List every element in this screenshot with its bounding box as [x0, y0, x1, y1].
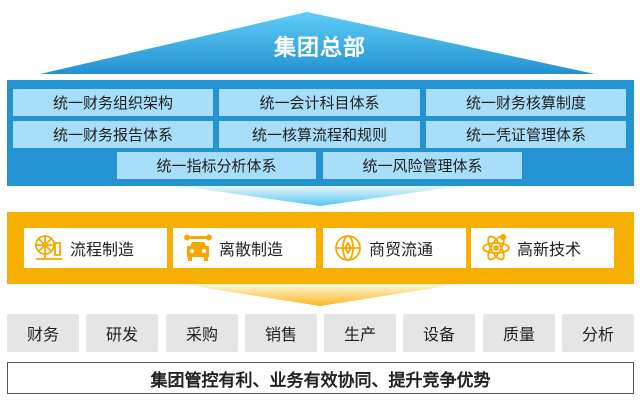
industry-process-manufacturing: 流程制造: [24, 228, 167, 268]
function-box: 生产: [324, 314, 396, 352]
system-box: 统一指标分析体系: [117, 152, 316, 179]
headquarters-title: 集团总部: [273, 36, 366, 61]
function-box: 分析: [562, 314, 634, 352]
system-box: 统一凭证管理体系: [426, 121, 626, 148]
industry-label: 高新技术: [517, 240, 582, 259]
system-box: 统一财务组织架构: [13, 89, 213, 116]
function-box: 质量: [483, 314, 555, 352]
down-arrow-orange: [180, 284, 460, 306]
system-box: 统一财务报告体系: [13, 121, 213, 148]
system-box: 统一财务核算制度: [426, 89, 626, 116]
function-box: 研发: [86, 314, 158, 352]
system-box: 统一会计科目体系: [219, 89, 420, 116]
headquarters-roof: [40, 12, 595, 74]
down-arrow-blue: [180, 186, 460, 206]
atom-icon: [482, 233, 510, 261]
function-box: 销售: [245, 314, 317, 352]
industry-trade-distribution: 商贸流通: [323, 228, 466, 268]
function-box: 设备: [403, 314, 475, 352]
industry-label: 离散制造: [219, 240, 284, 259]
industry-label: 商贸流通: [369, 240, 434, 259]
slogan-banner: 集团管控有利、业务有效协同、提升竞争优势: [7, 362, 634, 394]
car-wrench-icon: [184, 234, 212, 261]
industry-high-tech: 高新技术: [471, 228, 614, 268]
unified-systems-panel: 统一财务组织架构 统一会计科目体系 统一财务核算制度 统一财务报告体系 统一核算…: [7, 80, 634, 186]
function-box: 采购: [166, 314, 238, 352]
industries-panel: 流程制造 离散制造 商贸流通 高新技术: [7, 212, 634, 284]
function-box: 财务: [7, 314, 79, 352]
globe-icon: [335, 235, 361, 261]
industry-discrete-manufacturing: 离散制造: [173, 228, 316, 268]
system-box: 统一风险管理体系: [323, 152, 522, 179]
industry-label: 流程制造: [70, 240, 135, 259]
process-plant-icon: [35, 235, 62, 260]
system-box: 统一核算流程和规则: [219, 121, 420, 148]
